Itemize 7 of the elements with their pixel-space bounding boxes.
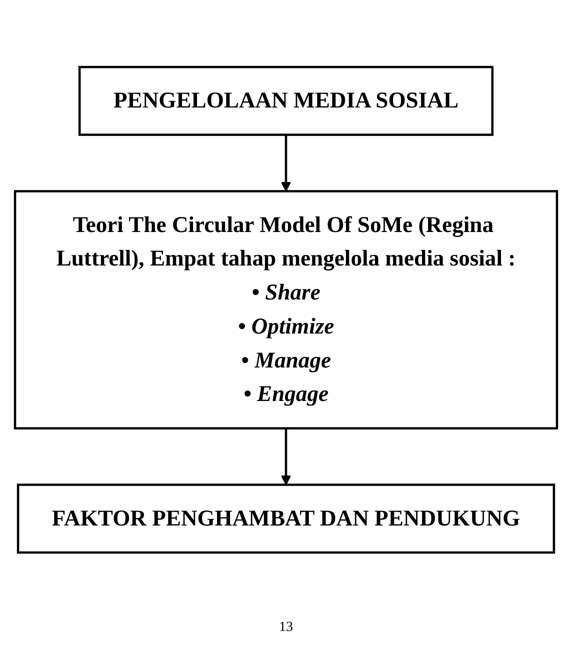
node-box (16, 484, 556, 554)
node-box (78, 66, 494, 136)
arrow (281, 135, 291, 192)
page-number: 13 (278, 620, 294, 636)
flowchart-drawing: PENGELOLAAN MEDIA SOSIAL Teori The Circular Model Of SoMe (Regina Luttrell), Empat tahap mengelola media sosial : • Share • Optimize • Manage • Engage FAKTOR PENGHAMBAT DAN PENDUKUNG (6, 58, 566, 562)
arrow (281, 428, 291, 486)
node-box (14, 190, 558, 430)
